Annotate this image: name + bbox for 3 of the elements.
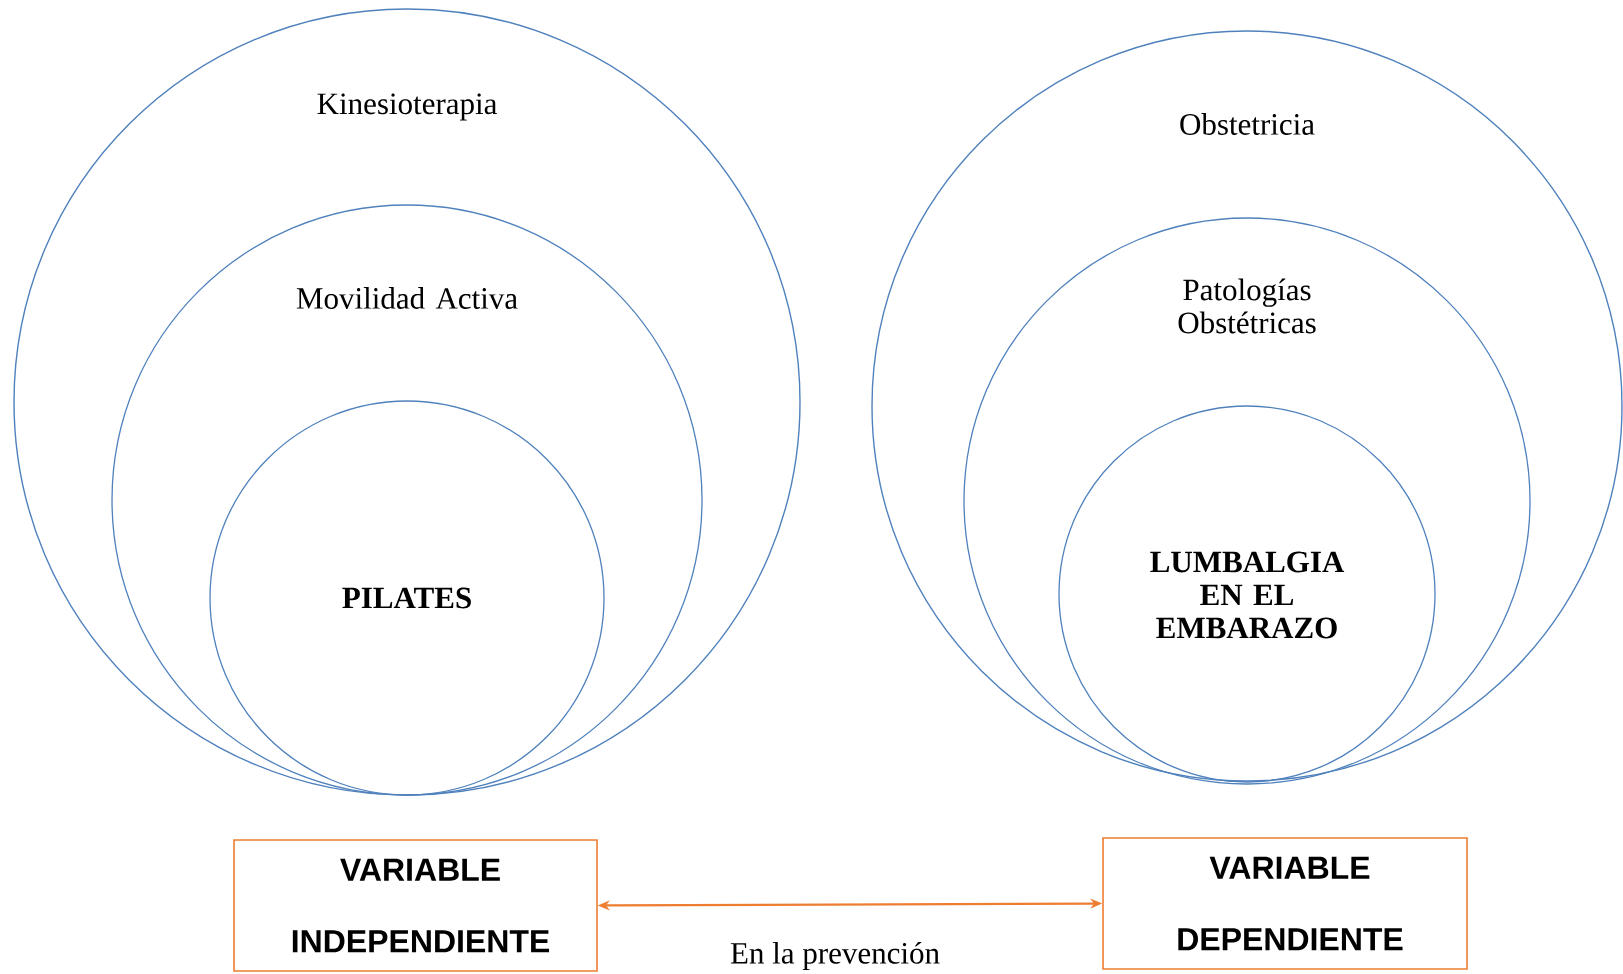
edge-label: En la prevención: [730, 941, 940, 971]
variable-box: VARIABLE DEPENDIENTE: [1102, 837, 1468, 970]
variable-box: VARIABLE INDEPENDIENTE: [233, 839, 598, 972]
